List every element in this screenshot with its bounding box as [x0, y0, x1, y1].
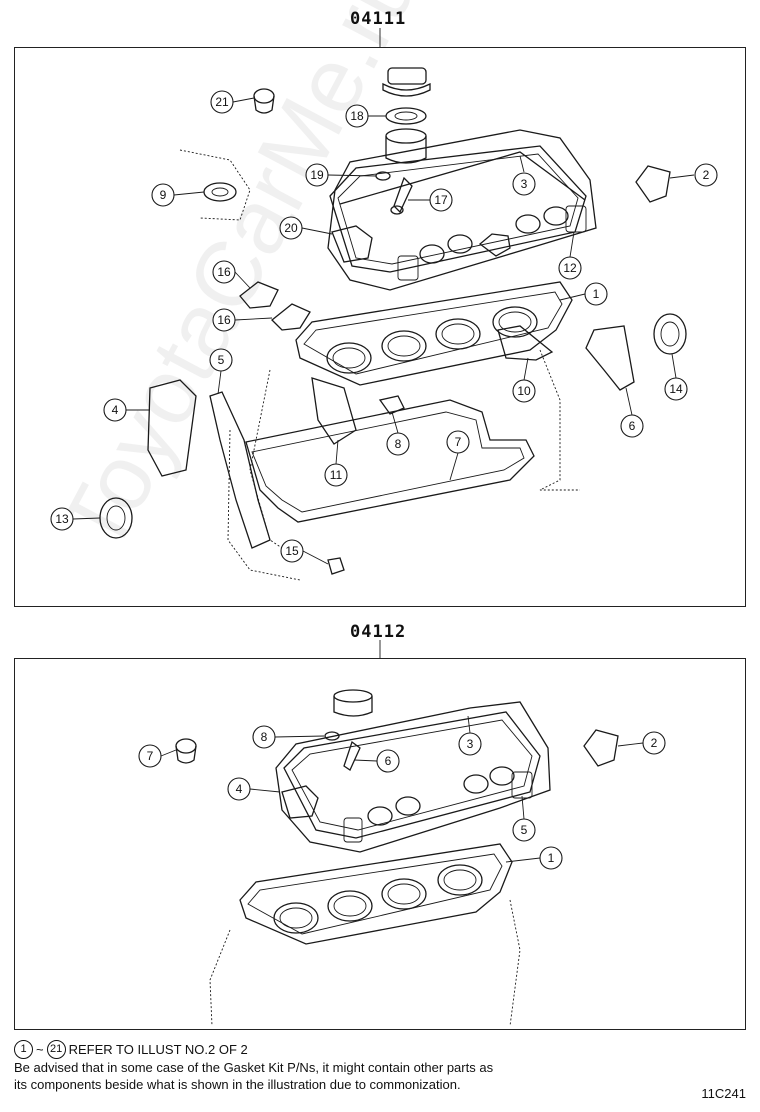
callout-10: 10 [512, 379, 536, 403]
callout-16b: 16 [212, 308, 236, 332]
svg-text:8: 8 [395, 437, 402, 451]
ref-tilde: ~ [36, 1042, 44, 1057]
cylinder-head-gasket-drawing [295, 281, 573, 386]
callout-8: 8 [386, 432, 410, 456]
diagram-panel-04112 [14, 658, 746, 1030]
callout-3: 3 [512, 172, 536, 196]
callout-21: 21 [210, 90, 234, 114]
callout-19: 19 [305, 163, 329, 187]
svg-text:10: 10 [517, 384, 531, 398]
callout-6: 6 [620, 414, 644, 438]
ref-start-marker: 1 [14, 1040, 33, 1059]
footnotes: 1 ~ 21 REFER TO ILLUST NO.2 OF 2 Be advi… [14, 1040, 614, 1093]
oil-pan-gasket-drawing [245, 399, 535, 523]
svg-text:2: 2 [651, 736, 658, 750]
callout-2: 2 [694, 163, 718, 187]
callout-5: 5 [209, 348, 233, 372]
callout-14: 14 [664, 377, 688, 401]
reference-note: 1 ~ 21 REFER TO ILLUST NO.2 OF 2 [14, 1040, 614, 1059]
callout-2-2: 2 [642, 731, 666, 755]
svg-text:20: 20 [284, 221, 298, 235]
ref-end-marker: 21 [46, 1040, 66, 1059]
callout-2-6: 6 [376, 749, 400, 773]
svg-text:1: 1 [548, 851, 555, 865]
svg-text:7: 7 [147, 749, 154, 763]
svg-text:14: 14 [669, 382, 683, 396]
callout-20: 20 [279, 216, 303, 240]
callout-16a: 16 [212, 260, 236, 284]
illustration-id: 11C241 [701, 1086, 746, 1101]
svg-text:12: 12 [563, 261, 577, 275]
callout-2-5: 5 [512, 818, 536, 842]
callout-13: 13 [50, 507, 74, 531]
ref-text: REFER TO ILLUST NO.2 OF 2 [68, 1042, 248, 1057]
callout-2-3: 3 [458, 732, 482, 756]
svg-text:16: 16 [217, 265, 231, 279]
svg-text:19: 19 [310, 168, 324, 182]
callout-9: 9 [151, 183, 175, 207]
svg-text:17: 17 [434, 193, 448, 207]
svg-text:7: 7 [455, 435, 462, 449]
svg-text:15: 15 [285, 544, 299, 558]
callout-1: 1 [584, 282, 608, 306]
svg-text:4: 4 [236, 782, 243, 796]
svg-text:2: 2 [703, 168, 710, 182]
callout-7: 7 [446, 430, 470, 454]
svg-text:21: 21 [215, 95, 229, 109]
cylinder-head-cover-drawing [327, 67, 597, 291]
kit-code-04111: 04111 [350, 9, 407, 29]
advisory-line-2: its components beside what is shown in t… [14, 1077, 461, 1092]
callout-17: 17 [429, 188, 453, 212]
callout-2-7: 7 [138, 744, 162, 768]
callout-18: 18 [345, 104, 369, 128]
callout-2-1: 1 [539, 846, 563, 870]
svg-text:1: 1 [593, 287, 600, 301]
kit-code-04112: 04112 [350, 622, 407, 642]
svg-text:6: 6 [385, 754, 392, 768]
advisory-line-1: Be advised that in some case of the Gask… [14, 1060, 494, 1075]
timing-cover-gaskets-drawing [147, 325, 635, 549]
callout-2-4: 4 [227, 777, 251, 801]
callouts-04112: 1 2 3 4 5 6 7 8 [138, 715, 666, 870]
svg-text:3: 3 [521, 177, 528, 191]
callout-15: 15 [280, 539, 304, 563]
svg-text:4: 4 [112, 403, 119, 417]
small-parts-drawing [99, 88, 687, 575]
svg-text:3: 3 [467, 737, 474, 751]
cylinder-head-cover-drawing-2 [275, 689, 551, 853]
svg-text:6: 6 [629, 419, 636, 433]
svg-text:5: 5 [521, 823, 528, 837]
callout-4: 4 [103, 398, 127, 422]
small-parts-drawing-2 [175, 729, 619, 767]
cylinder-head-gasket-drawing-2 [209, 843, 521, 1027]
svg-text:5: 5 [218, 353, 225, 367]
callout-11: 11 [324, 463, 348, 487]
callout-2-8: 8 [252, 725, 276, 749]
svg-text:16: 16 [217, 313, 231, 327]
svg-text:11: 11 [330, 468, 343, 482]
callouts-04111: 1 2 3 4 5 6 7 8 9 10 11 12 13 14 15 16 1 [50, 90, 718, 565]
svg-text:13: 13 [55, 512, 69, 526]
svg-text:8: 8 [261, 730, 268, 744]
callout-12: 12 [558, 256, 582, 280]
svg-text:9: 9 [160, 188, 167, 202]
svg-text:18: 18 [350, 109, 364, 123]
